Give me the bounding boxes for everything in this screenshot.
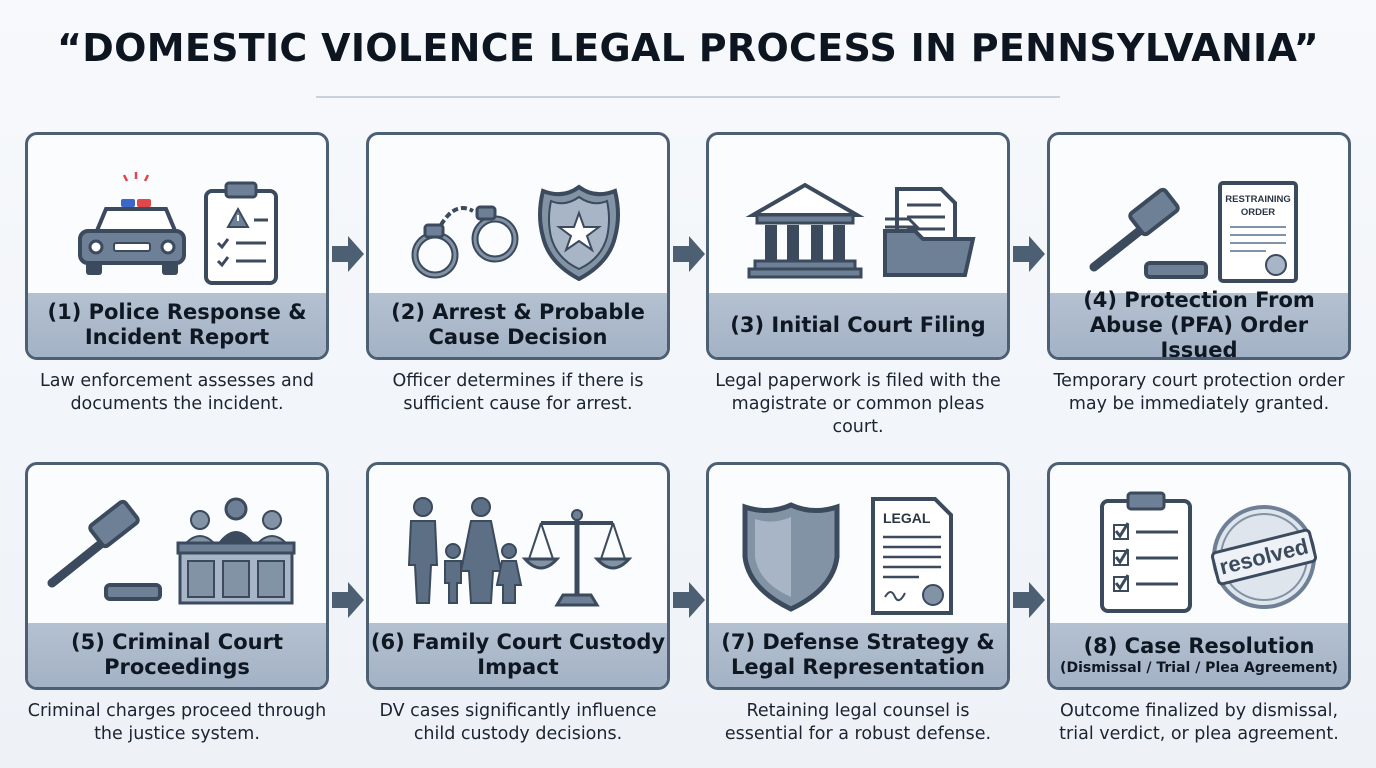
step-card: (3) Initial Court Filing [706, 132, 1010, 360]
step-card: (2) Arrest & Probable Cause Decision [366, 132, 670, 360]
step-title: (6) Family Court Custody Impact [369, 623, 667, 687]
step-title: (3) Initial Court Filing [709, 293, 1007, 357]
step-2: (2) Arrest & Probable Cause Decision Off… [366, 132, 670, 416]
gavel-icon [1089, 187, 1208, 279]
handcuffs-icon [411, 205, 519, 279]
step-3: (3) Initial Court Filing Legal paperwork… [706, 132, 1010, 439]
step-description: DV cases significantly influence child c… [379, 701, 657, 744]
step-8: resolved (8) Case Resolution (Dismissal … [1047, 462, 1351, 746]
checklist-clipboard-icon [1100, 491, 1192, 613]
step-6-icons [407, 497, 633, 607]
arrow-right-icon [673, 582, 705, 618]
title-divider [316, 96, 1060, 98]
step-5-icons [47, 497, 296, 605]
step-card: (6) Family Court Custody Impact [366, 462, 670, 690]
step-description: Officer determines if there is sufficien… [392, 371, 644, 414]
arrow-right-icon [332, 582, 364, 618]
judges-bench-icon [176, 497, 296, 605]
step-1: (1) Police Response & Incident Report La… [25, 132, 329, 416]
step-description: Temporary court protection order may be … [1053, 371, 1345, 414]
arrow-right-icon [1013, 582, 1045, 618]
step-description: Law enforcement assesses and documents t… [40, 371, 314, 414]
gavel-icon [47, 499, 162, 601]
step-title-subtitle: (Dismissal / Trial / Plea Agreement) [1060, 659, 1338, 676]
police-badge-icon [538, 184, 620, 282]
step-card: LEGAL (7) Defense Strategy & Legal Repre… [706, 462, 1010, 690]
step-2-icons [411, 184, 620, 282]
step-title-main: (8) Case Resolution [1083, 633, 1315, 658]
step-description: Outcome finalized by dismissal, trial ve… [1059, 701, 1339, 744]
step-title: (4) Protection From Abuse (PFA) Order Is… [1050, 288, 1348, 357]
step-6: (6) Family Court Custody Impact DV cases… [366, 462, 670, 746]
step-description: Criminal charges proceed through the jus… [27, 701, 327, 744]
police-car-icon [78, 172, 186, 275]
step-description: Retaining legal counsel is essential for… [724, 701, 992, 744]
step-card: resolved (8) Case Resolution (Dismissal … [1047, 462, 1351, 690]
step-3-icons [745, 182, 976, 279]
clipboard-warning-icon [204, 181, 278, 285]
step-title: (1) Police Response & Incident Report [28, 293, 326, 357]
step-card: (5) Criminal Court Proceedings [25, 462, 329, 690]
legal-doc-text: LEGAL [883, 510, 931, 526]
page-title: “DOMESTIC VIOLENCE LEGAL PROCESS IN PENN… [56, 26, 1319, 70]
legal-document-icon: LEGAL [871, 497, 953, 615]
step-7-icons: LEGAL [742, 497, 953, 615]
scales-of-justice-icon [521, 509, 633, 607]
courthouse-icon [745, 182, 865, 279]
step-title: (8) Case Resolution (Dismissal / Trial /… [1050, 623, 1348, 687]
arrow-right-icon [332, 236, 364, 272]
step-description: Legal paperwork is filed with the magist… [715, 371, 1001, 437]
step-1-icons [78, 172, 278, 285]
step-5: (5) Criminal Court Proceedings Criminal … [25, 462, 329, 746]
document-folder-icon [883, 187, 976, 277]
step-title: (2) Arrest & Probable Cause Decision [369, 293, 667, 357]
step-card: (1) Police Response & Incident Report [25, 132, 329, 360]
resolved-stamp-icon: resolved [1210, 505, 1318, 609]
step-title: (5) Criminal Court Proceedings [28, 623, 326, 687]
arrow-right-icon [673, 236, 705, 272]
step-7: LEGAL (7) Defense Strategy & Legal Repre… [706, 462, 1010, 746]
arrow-right-icon [1013, 236, 1045, 272]
family-icon [407, 497, 523, 604]
shield-icon [742, 502, 840, 612]
step-8-icons: resolved [1100, 491, 1318, 613]
step-title: (7) Defense Strategy & Legal Representat… [709, 623, 1007, 687]
